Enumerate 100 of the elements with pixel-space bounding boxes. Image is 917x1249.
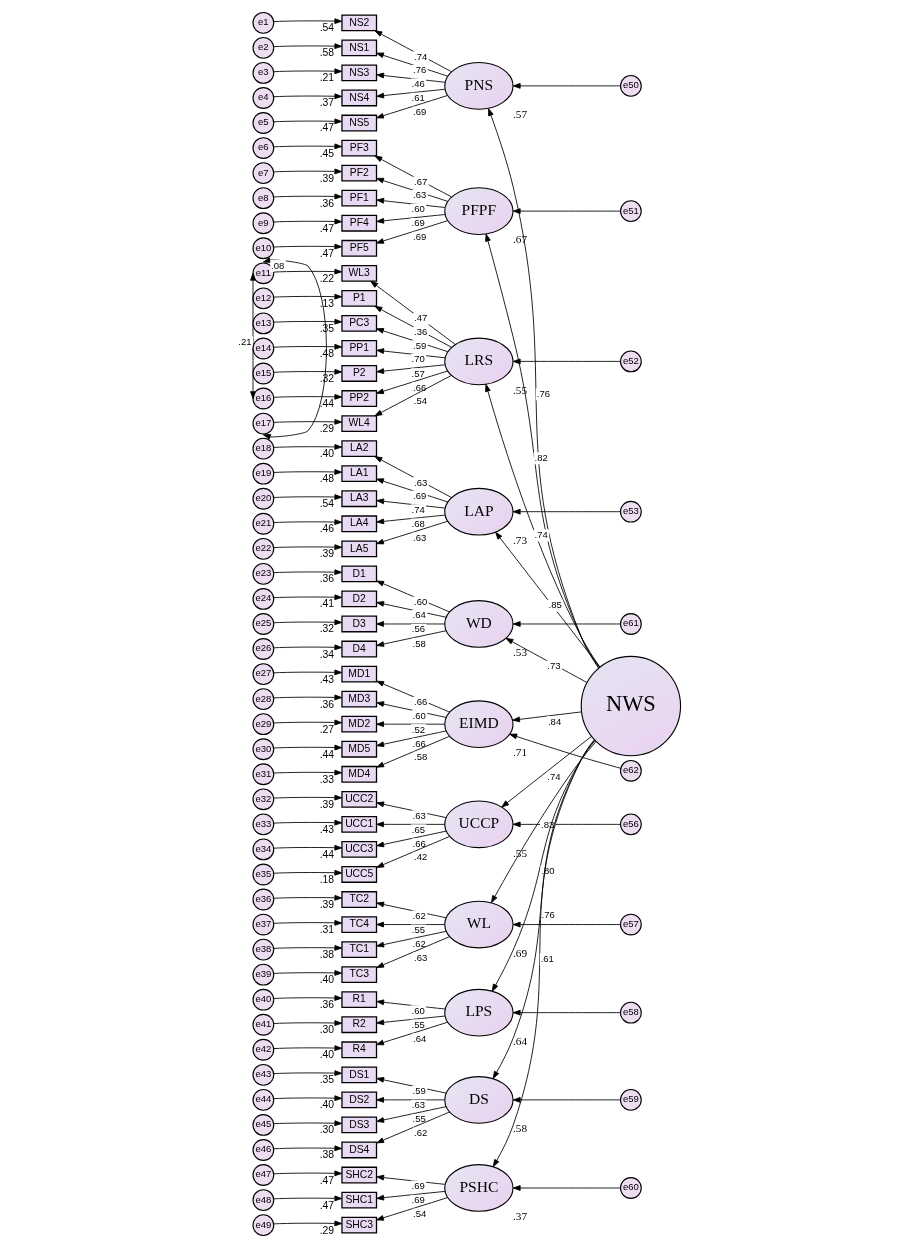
edge-label: .68 [411,518,425,530]
node-label: .27 [319,723,334,735]
node-label: .47 [319,222,334,234]
edge-label: .58 [413,751,427,763]
arrow [492,739,595,1167]
node-circle: e47 [251,1164,274,1186]
arrow [272,218,342,225]
node-box: P2 [340,365,377,382]
node-circle: e17 [251,412,274,435]
node-label: .36 [319,698,334,710]
edge-label: .58 [412,637,426,649]
node-label: .53 [512,646,527,659]
edge-label: .83 [540,819,554,831]
node-circle: e22 [251,537,274,560]
edge-label: .63 [412,531,426,543]
node-circle: e43 [251,1063,274,1086]
node-label: .32 [319,372,334,384]
arrow [375,1077,447,1094]
node-circle: e52 [619,350,642,373]
node-box: PC3 [340,315,377,332]
edge-label: .59 [412,339,426,351]
arrow [272,669,342,676]
node-box: TC2 [340,891,377,908]
arrow [272,118,342,125]
node-box: DS4 [340,1141,377,1159]
arrow [375,1190,445,1201]
edge-label: .69 [411,1194,425,1206]
edge-label: .36 [413,326,427,338]
arrow [375,214,445,224]
node-circle: e39 [251,963,274,986]
arrow [375,197,445,208]
arrow [272,494,342,500]
edge-label: .74 [411,503,425,515]
edge-label: .60 [411,203,425,215]
arrow [272,68,342,75]
edge-label: .47 [413,312,427,324]
edge-label: .62 [413,1126,427,1138]
arrow [272,644,342,651]
node-circle: e31 [251,763,274,786]
arrow [272,594,342,601]
node-label: .57 [512,108,527,121]
arrow [491,740,595,992]
arrow [272,43,342,49]
node-circle: e27 [251,663,274,685]
arrow [374,155,452,198]
node-box: P1 [340,289,377,307]
arrow [512,621,621,627]
edge-label: .69 [412,489,426,501]
node-circle: e32 [251,788,274,811]
node-circle: e48 [251,1189,274,1211]
node-label: .31 [319,924,334,936]
edge-label: .55 [411,1019,425,1031]
node-label: .39 [319,798,334,810]
arrow [375,1097,445,1103]
node-circle: e4 [251,87,274,109]
edge-label: .21 [237,335,252,347]
node-ellipse: WL [443,900,514,949]
arrow [512,83,621,89]
arrow [375,88,445,99]
node-label: .41 [319,598,334,610]
node-label: .46 [319,523,334,535]
edge-label: .63 [413,951,427,963]
node-circle: e29 [251,713,274,736]
node-box: LA3 [340,490,377,508]
arrow [272,719,342,726]
node-circle: e51 [619,200,642,223]
node-box: PF4 [340,214,377,232]
node-box: DS2 [340,1091,377,1109]
arrow [272,193,342,200]
arrow [272,794,342,801]
arrow [272,293,342,300]
node-circle: e19 [251,462,274,485]
edge-label: .76 [536,387,550,399]
edge-label: .54 [412,1208,426,1220]
node-box: WL4 [340,415,377,432]
node-label: .39 [319,548,334,560]
node-label: .44 [319,398,334,410]
arrow [375,72,445,83]
node-circle: e25 [251,613,274,635]
node-label: .44 [319,848,334,860]
edge-label: .61 [540,952,554,964]
edge-label: .66 [413,696,427,708]
edge-label: .62 [412,909,426,921]
edge-label: .46 [411,77,425,89]
edge-label: .70 [411,353,425,365]
node-ellipse: DS [443,1076,514,1124]
node-box: D3 [340,615,377,633]
node-label: .40 [319,1049,334,1061]
node-circle: e26 [251,638,274,660]
node-label: .40 [319,448,334,460]
arrow [375,1106,447,1123]
edge-label: .76 [412,64,426,76]
arrow [272,419,342,425]
node-circle: e40 [251,988,274,1011]
node-circle: e8 [251,187,274,210]
node-circle: e42 [251,1038,274,1061]
edge-label: .63 [412,809,426,821]
arrow [375,348,445,359]
edge-label: .64 [412,1032,426,1044]
edge-label: .66 [412,837,426,849]
